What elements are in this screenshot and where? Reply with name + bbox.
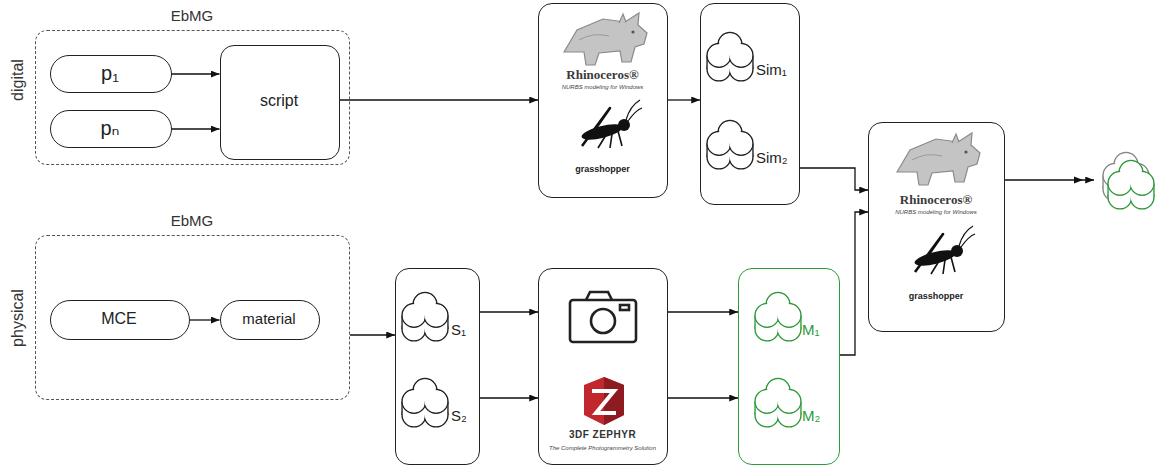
rhino-logo (897, 133, 980, 185)
logo-text: Rhinoceros® (900, 193, 972, 208)
scan-box: 3DF ZEPHYR The Complete Photogrammetry So… (538, 268, 668, 465)
parameter-label: p₁ (101, 62, 119, 85)
result-icon (1108, 160, 1154, 208)
sample-icon (402, 292, 448, 340)
connector-arrow (172, 73, 220, 74)
grasshopper-logo (580, 100, 642, 148)
camera-icon (620, 305, 629, 310)
model-box: M₁ M₂ (738, 268, 840, 465)
object-label: M₂ (802, 407, 820, 424)
logo-text: grasshopper (909, 291, 964, 301)
model-icon (755, 378, 801, 426)
connector-arrow (668, 311, 738, 312)
connector-arrow (668, 99, 700, 100)
software-box: Rhinoceros®NURBS modeling for Windows gra… (868, 122, 1005, 332)
connector-arrow (190, 319, 220, 320)
logo-tagline: The Complete Photogrammetry Solution (549, 445, 656, 452)
zephyr-logo (584, 377, 624, 425)
object-label: S₁ (451, 321, 466, 338)
group-title: EbMG (171, 7, 214, 24)
group-box: EbMGMCEmaterial (35, 235, 350, 400)
group-box: EbMGp₁pₙscript (35, 30, 350, 165)
simulation-box: Sim₁ Sim₂ (700, 3, 800, 205)
rhino-logo (564, 13, 647, 65)
connector-arrow (480, 311, 538, 312)
connector-arrow (480, 397, 538, 398)
process-label: MCE (101, 310, 137, 328)
parameter-label: pₙ (100, 117, 119, 140)
zephyr-logo (592, 391, 616, 413)
camera-icon (570, 292, 636, 342)
connector-arrow (340, 99, 539, 100)
logo-text: Rhinoceros® (566, 68, 638, 83)
parameter-pill: p₁ (50, 55, 172, 93)
object-label: M₁ (802, 321, 820, 338)
camera-icon (570, 300, 636, 342)
logo-text: grasshopper (575, 164, 630, 174)
connector-arrow (840, 212, 868, 355)
sample-box: S₁ S₂ (395, 268, 480, 465)
grasshopper-logo (913, 226, 975, 274)
row-label: digital (9, 59, 27, 101)
logo-tagline: NURBS modeling for Windows (895, 209, 977, 216)
output-arrow (1074, 177, 1083, 184)
process-pill: MCE (50, 300, 190, 340)
process-label: material (242, 310, 295, 327)
sample-icon (402, 378, 448, 426)
simulation-icon (707, 32, 753, 80)
output-arrow (1005, 177, 1094, 184)
row-label: physical (9, 289, 27, 347)
parameter-pill: pₙ (50, 110, 172, 148)
object-label: Sim₂ (756, 149, 788, 166)
model-icon (755, 292, 801, 340)
camera-icon (586, 292, 612, 300)
logo-text: 3DF ZEPHYR (569, 429, 636, 441)
camera-icon (591, 309, 615, 333)
connector-arrow (800, 168, 868, 190)
object-label: Sim₁ (756, 61, 787, 78)
zephyr-logo (584, 377, 624, 425)
connector-arrow (350, 334, 395, 335)
software-box: Rhinoceros®NURBS modeling for Windows gra… (538, 3, 668, 198)
logo-tagline: NURBS modeling for Windows (562, 84, 644, 91)
connector-arrow (668, 397, 738, 398)
group-title: EbMG (171, 212, 214, 229)
connector-arrow (172, 128, 220, 129)
process-pill: material (220, 300, 320, 340)
script-box: script (220, 45, 340, 160)
process-label: script (260, 92, 298, 110)
object-label: S₂ (451, 407, 467, 424)
simulation-icon (707, 120, 753, 168)
